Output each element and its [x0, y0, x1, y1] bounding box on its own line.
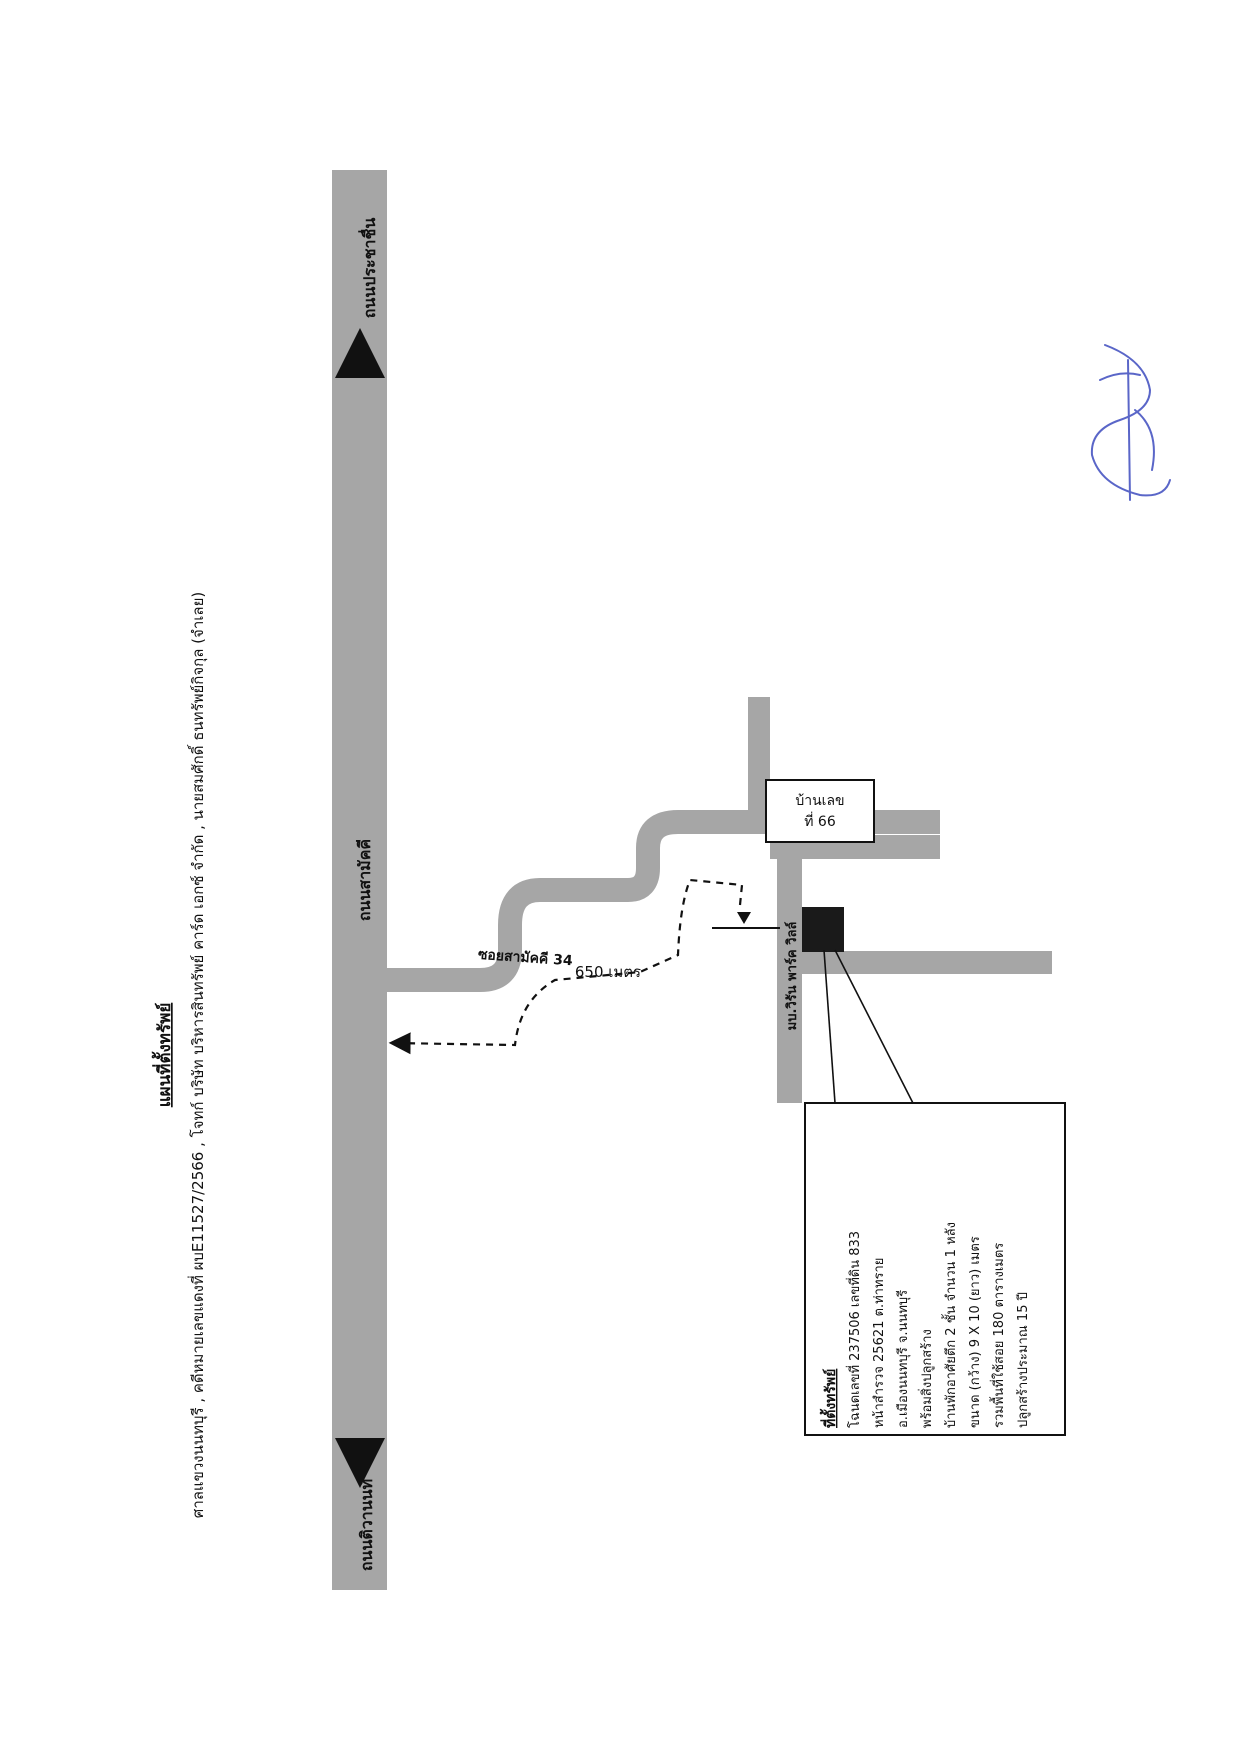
main-road-label: ถนนสามัคคี [355, 839, 374, 921]
house-number-box [765, 779, 875, 843]
house-number-line2: ที่ 66 [804, 812, 836, 830]
village-road-label: มบ.วิรัน พาร์ค วิลล์ [784, 922, 800, 1031]
main-road [332, 170, 387, 1590]
soi-road-label: ซอยสามัคคี 34 [477, 947, 573, 970]
callout-line-b [834, 949, 918, 1112]
right-end-road-label: ถนนประชาชื่น [358, 218, 379, 319]
property-line: บ้านพักอาศัยตึก 2 ชั้น จำนวน 1 หลัง [941, 1222, 959, 1428]
property-details-text: ที่ตั้งทรัพย์ โฉนดเลขที่ 237506 เลขที่ดิ… [819, 1222, 1031, 1428]
property-box-title: ที่ตั้งทรัพย์ [819, 1369, 839, 1428]
left-end-road-label: ถนนติวานนท์ [357, 1479, 376, 1571]
property-line: พร้อมสิ่งปลูกสร้าง [918, 1329, 935, 1428]
house-number-line1: บ้านเลข [795, 793, 844, 809]
side-road-north [748, 697, 770, 834]
property-line: รวมพื้นที่ใช้สอย 180 ตารางเมตร [989, 1243, 1007, 1428]
route-dashed-line [388, 878, 744, 1055]
map-title: แผนที่ตั้งทรัพย์ [151, 1003, 175, 1108]
property-line: ขนาด (กว้าง) 9 X 10 (ยาว) เมตร [968, 1236, 983, 1428]
signature-mark [1090, 344, 1171, 501]
road-east [802, 951, 1052, 974]
road-network [332, 170, 1052, 1590]
distance-label: 650 เมตร [575, 963, 641, 981]
property-line: ปลูกสร้างประมาณ 15 ปี [1015, 1292, 1031, 1428]
soi-road [387, 810, 940, 992]
property-line: โฉนดเลขที่ 237506 เลขที่ดิน 833 [846, 1231, 863, 1428]
case-info: ศาลแขวงนนทบุรี , คดีหมายเลขแดงที่ ผบE115… [187, 592, 208, 1518]
entry-arrow-marker [737, 912, 751, 924]
property-marker [802, 907, 844, 952]
village-road [777, 855, 802, 1103]
property-line: อ.เมืองนนทบุรี จ.นนทบุรี [895, 1290, 911, 1428]
property-details-box [804, 1102, 1066, 1436]
callout-line-a [823, 949, 836, 1104]
property-line: หน้าสำรวจ 25621 ต.ท่าทราย [872, 1258, 887, 1428]
